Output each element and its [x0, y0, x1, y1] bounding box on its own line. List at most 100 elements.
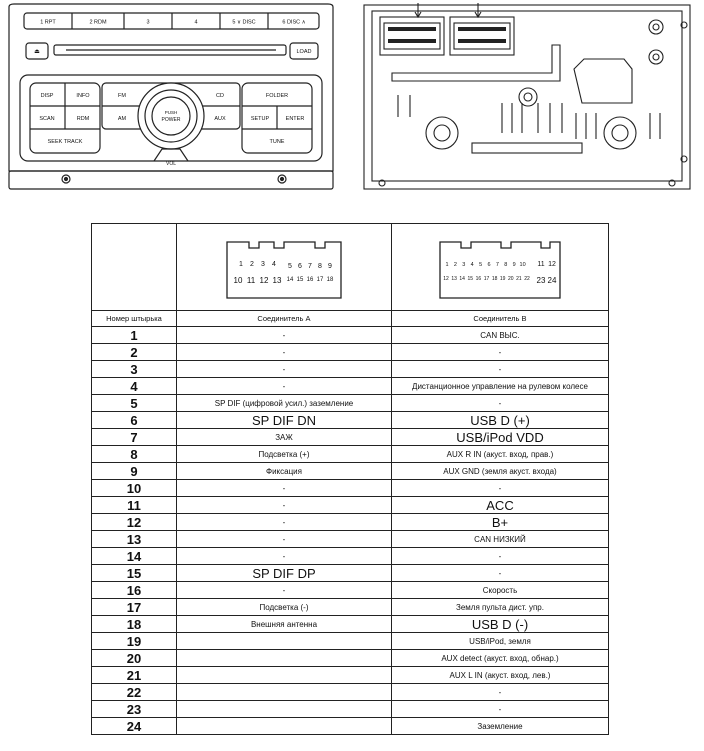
head-unit-front-panel: 1 RPT 2 RDM 3 4 5 ∨ DISC 6 DISC ∧ ⏏ LOAD… [8, 3, 334, 190]
preset-5-label: 5 ∨ DISC [232, 20, 255, 26]
connector-b-function: USB/iPod VDD [391, 428, 609, 446]
table-row: 12-B+ [91, 513, 609, 531]
power-label: POWER [162, 117, 181, 123]
pin-number: 16 [91, 581, 177, 599]
pin-number: 19 [91, 632, 177, 650]
eject-icon: ⏏ [34, 49, 40, 55]
table-row: 23- [91, 700, 609, 718]
connector-b-function: USB D (+) [391, 411, 609, 429]
connector-b-function: - [391, 547, 609, 565]
header-connector-b: Соединитель B [391, 310, 609, 327]
pin-number: 6 [91, 411, 177, 429]
table-row: 13-CAN НИЗКИЙ [91, 530, 609, 548]
conn-a-pin-15: 15 [297, 277, 304, 283]
connector-b-function: Заземление [391, 717, 609, 735]
pin-number: 20 [91, 649, 177, 667]
conn-b-pin-bottom-19: 19 [500, 276, 506, 282]
connector-b-function: Дистанционное управление на рулевом коле… [391, 377, 609, 395]
connector-b-function: B+ [391, 513, 609, 531]
connector-b-function: Скорость [391, 581, 609, 599]
preset-3-label: 3 [146, 20, 149, 26]
pin-number: 17 [91, 598, 177, 616]
conn-b-pin-bottom-17: 17 [484, 276, 490, 282]
table-row: 22- [91, 683, 609, 701]
connector-b-function: - [391, 394, 609, 412]
connector-a-function [176, 632, 392, 650]
connector-a-function: - [176, 343, 392, 361]
conn-a-pin-11: 11 [247, 276, 256, 285]
connector-b-function: - [391, 564, 609, 582]
preset-1-label: 1 RPT [40, 20, 56, 26]
connector-a-function: - [176, 326, 392, 344]
connector-diagram-empty-cell [91, 223, 177, 311]
conn-b-pin-top-6: 6 [487, 262, 490, 268]
folder-label: FOLDER [266, 93, 288, 99]
am-label: AM [118, 116, 127, 122]
conn-a-pin-8: 8 [318, 263, 322, 270]
fm-label: FM [118, 93, 126, 99]
pin-number: 10 [91, 479, 177, 497]
conn-a-pin-6: 6 [298, 263, 302, 270]
connector-a-function [176, 700, 392, 718]
conn-a-pin-13: 13 [273, 276, 282, 285]
pin-number: 11 [91, 496, 177, 514]
pin-number: 23 [91, 700, 177, 718]
connector-a-function [176, 649, 392, 667]
conn-b-pin-bottom-21: 21 [516, 276, 522, 282]
connector-a-function [176, 717, 392, 735]
connector-b-function: - [391, 360, 609, 378]
vol-label: VOL [166, 161, 176, 167]
conn-b-pin-top-9: 9 [513, 262, 516, 268]
conn-a-pin-5: 5 [288, 263, 292, 270]
pin-number: 9 [91, 462, 177, 480]
pin-number: 24 [91, 717, 177, 735]
pin-number: 14 [91, 547, 177, 565]
connector-b-function: CAN ВЫС. [391, 326, 609, 344]
table-row: 24 Заземление [91, 717, 609, 735]
conn-b-pin-top-4: 4 [471, 262, 474, 268]
pin-number: 7 [91, 428, 177, 446]
connector-a-function: - [176, 360, 392, 378]
conn-a-pin-1: 1 [239, 261, 243, 268]
connector-a-function: SP DIF DN [176, 411, 392, 429]
pin-number: 1 [91, 326, 177, 344]
connector-a-function: Внешняя антенна [176, 615, 392, 633]
preset-6-label: 6 DISC ∧ [282, 20, 305, 26]
conn-b-pin-top-10: 10 [520, 262, 526, 268]
connector-a-function: Подсветка (+) [176, 445, 392, 463]
connector-b-function: AUX R IN (акуст. вход, прав.) [391, 445, 609, 463]
pin-number: 5 [91, 394, 177, 412]
cd-label: CD [216, 93, 224, 99]
connector-a-function: - [176, 377, 392, 395]
pin-number: 12 [91, 513, 177, 531]
connector-diagram-row: 1 2 3 4 5 6 7 8 9 10 11 12 13 14 [91, 223, 609, 311]
pin-number: 18 [91, 615, 177, 633]
connector-a-function [176, 683, 392, 701]
conn-a-pin-14: 14 [287, 277, 294, 283]
load-label: LOAD [297, 49, 312, 55]
connector-b-function: - [391, 343, 609, 361]
conn-b-pin-bottom-18: 18 [492, 276, 498, 282]
table-row: 3-- [91, 360, 609, 378]
conn-b-pin-top-2: 2 [454, 262, 457, 268]
connector-a-function: - [176, 496, 392, 514]
conn-a-pin-3: 3 [261, 261, 265, 268]
aux-label: AUX [214, 116, 226, 122]
pin-assignment-table: 1 2 3 4 5 6 7 8 9 10 11 12 13 14 [91, 223, 609, 735]
conn-b-pin-right-24: 24 [548, 276, 557, 285]
connector-a-function: - [176, 547, 392, 565]
connector-b-function: ACC [391, 496, 609, 514]
table-row: 14-- [91, 547, 609, 565]
conn-b-pin-bottom-16: 16 [476, 276, 482, 282]
conn-b-pin-bottom-13: 13 [451, 276, 457, 282]
power-push-label: PUSH [165, 110, 178, 115]
table-row: 11-ACC [91, 496, 609, 514]
